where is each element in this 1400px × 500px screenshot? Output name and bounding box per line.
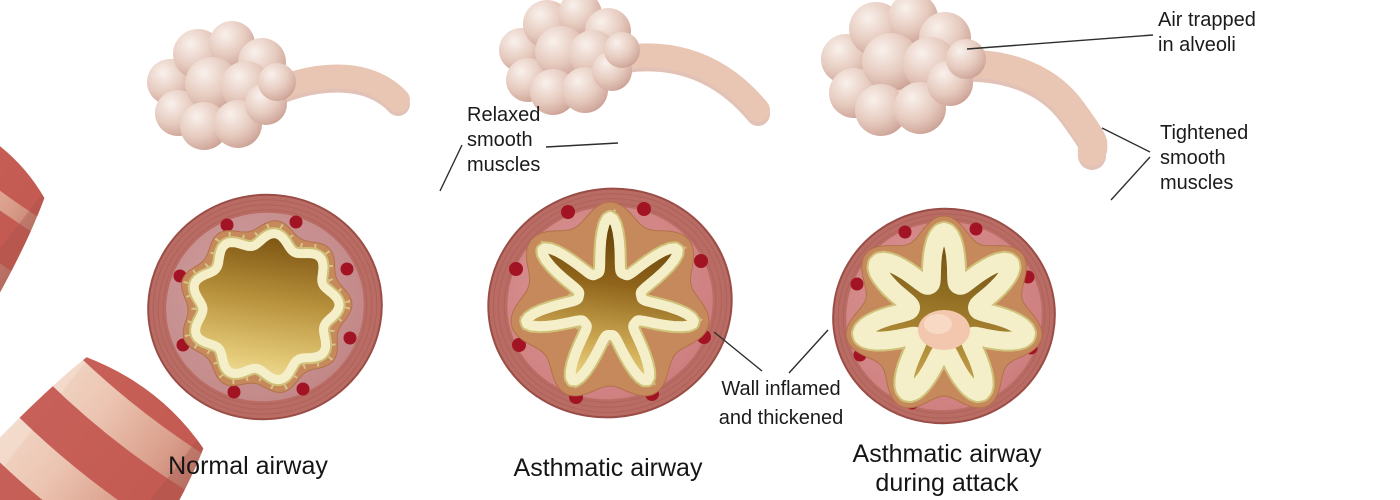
airway-cross-section — [147, 193, 383, 421]
leader-tightened-lower — [1110, 156, 1151, 201]
label-air-trapped-in-alveoli: Air trapped in alveoli — [1158, 8, 1256, 58]
alveoli-cluster-trapped-air — [821, 0, 986, 136]
label-line: and thickened — [718, 407, 844, 429]
bronchiole-and-alveoli — [499, 0, 770, 126]
leader-relaxed-right — [545, 142, 619, 148]
label-line: muscles — [1160, 172, 1234, 194]
normal-airway-illustration — [0, 21, 410, 421]
blood-vessel-dot — [227, 385, 241, 399]
blood-vessel-dot — [509, 262, 523, 276]
blood-vessel-dot — [296, 382, 310, 396]
bronchiole-and-alveoli — [147, 21, 410, 150]
airway-tube — [0, 81, 83, 399]
blood-vessel-dot — [898, 225, 912, 239]
leader-lines — [439, 34, 1154, 374]
blood-vessel-dot — [289, 215, 303, 229]
caption-line: during attack — [875, 469, 1019, 497]
airway-cross-section — [487, 187, 733, 419]
leader-tightened-upper — [1101, 127, 1151, 153]
leader-wall-right — [788, 329, 829, 374]
cilia-ticks — [182, 222, 351, 392]
caption-asthmatic-airway-during-attack: Asthmatic airway during attack — [822, 440, 1072, 498]
smooth-muscle-band — [0, 442, 150, 500]
blood-vessel-dot — [637, 202, 651, 216]
airway-lumen-folded — [521, 212, 699, 386]
blood-vessel-dot — [694, 254, 708, 268]
caption-normal-airway: Normal airway — [168, 452, 328, 480]
label-line: Wall inflamed — [721, 378, 841, 400]
alveoli-cluster — [499, 0, 640, 115]
blood-vessel-dot — [340, 262, 354, 276]
asthmatic-attack-airway-illustration — [821, 0, 1108, 425]
label-line: Air trapped — [1158, 9, 1256, 31]
blood-vessel-dot — [850, 277, 864, 291]
label-wall-inflamed-thickened: Wall inflamed and thickened — [691, 375, 871, 433]
label-relaxed-smooth-muscles: Relaxed smooth muscles — [467, 103, 540, 178]
smooth-muscle-band — [7, 369, 207, 500]
label-tightened-smooth-muscles: Tightened smooth muscles — [1160, 121, 1248, 196]
blood-vessel-dot — [220, 218, 234, 232]
mucus-highlight — [924, 314, 952, 334]
label-line: Tightened — [1160, 122, 1249, 144]
airway-lumen — [189, 229, 344, 385]
blood-vessels — [173, 215, 357, 399]
smooth-muscle-band — [0, 115, 59, 283]
blood-vessel-dot — [512, 338, 526, 352]
blood-vessel-dot — [561, 205, 575, 219]
bronchiole-and-alveoli — [821, 0, 1108, 170]
leader-wall-left — [713, 331, 763, 372]
caption-line: Asthmatic airway — [852, 440, 1042, 468]
label-line: smooth — [1160, 147, 1226, 169]
label-line: Relaxed — [467, 104, 541, 126]
airway-cross-section — [832, 207, 1056, 425]
blood-vessel-dot — [343, 331, 357, 345]
label-line: smooth — [467, 129, 533, 151]
caption-asthmatic-airway: Asthmatic airway — [513, 454, 703, 482]
alveoli-cluster — [147, 21, 296, 150]
label-line: muscles — [467, 154, 541, 176]
leader-air-trapped — [966, 34, 1154, 50]
blood-vessel-dot — [969, 222, 983, 236]
leader-relaxed-left — [439, 144, 463, 192]
label-line: in alveoli — [1158, 34, 1236, 56]
